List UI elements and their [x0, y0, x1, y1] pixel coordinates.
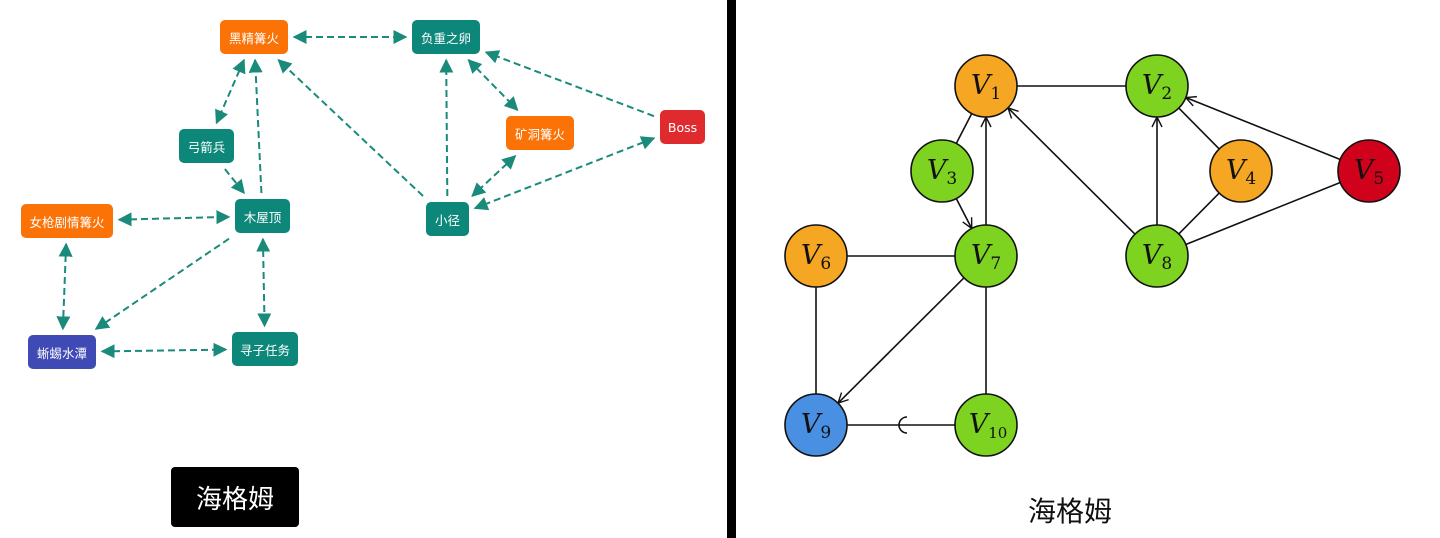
node-label: Boss [667, 119, 698, 135]
right-graph-edges [815, 85, 1341, 434]
node-kuangdong: 矿洞篝火 [506, 116, 574, 150]
vertex-circle [1209, 139, 1273, 203]
edge-V7-V9 [838, 277, 965, 403]
edge-V8-V5 [1185, 181, 1341, 246]
node-label: 小径 [434, 212, 460, 228]
node-xiyi: 蜥蜴水潭 [28, 335, 96, 369]
node-xunzi: 寻子任务 [232, 332, 298, 366]
left-graph-edges [56, 30, 656, 359]
edge-V8-V1 [1008, 108, 1136, 235]
edge-V3-V1 [955, 113, 973, 144]
edge-xiyi-xunzi [100, 342, 228, 359]
edge-boss-xiaojing [473, 136, 656, 211]
node-boss: Boss [660, 110, 705, 144]
edge-nvqiang-muwuding [117, 210, 231, 227]
vertex-circle [954, 54, 1018, 118]
node-label: 矿洞篝火 [514, 126, 565, 142]
vertex-circle [954, 393, 1018, 457]
vertex-V8: V8 [1125, 224, 1189, 288]
vertex-circle [784, 393, 848, 457]
node-nvqiang: 女枪剧情篝火 [21, 204, 113, 238]
vertex-V10: V10 [954, 393, 1018, 457]
node-label: 弓箭兵 [187, 139, 226, 155]
node-xiaojing: 小径 [426, 202, 469, 236]
vertex-V6: V6 [784, 224, 848, 288]
vertex-label: V2 [1142, 70, 1172, 104]
node-label: 蜥蜴水潭 [36, 345, 87, 361]
edge-muwuding-xiyi [94, 237, 230, 330]
edge-V5-V2 [1186, 98, 1341, 161]
node-muwuding: 木屋顶 [235, 199, 290, 233]
vertex-V9: V9 [784, 393, 848, 457]
node-label: 负重之卵 [420, 30, 471, 46]
edge-xiaojing-heijing [277, 59, 424, 197]
half-circle-marker [898, 416, 908, 434]
edge-nvqiang-xiyi [56, 242, 73, 331]
panel-divider [727, 0, 736, 538]
vertex-circle [954, 224, 1018, 288]
vertex-circle [1125, 54, 1189, 118]
vertex-circle [1337, 139, 1401, 203]
right-graph-caption: 海格姆 [1027, 495, 1112, 528]
vertex-label: V5 [1354, 155, 1384, 189]
node-label: 木屋顶 [243, 209, 282, 225]
edge-xiaojing-fuzhong [439, 58, 454, 197]
vertex-label: V4 [1226, 155, 1256, 189]
vertex-label: V3 [927, 155, 957, 189]
node-fuzhong: 负重之卵 [412, 20, 480, 54]
vertex-V5: V5 [1337, 139, 1401, 203]
vertex-label: V10 [969, 409, 1008, 442]
edge-muwuding-xunzi [256, 237, 272, 328]
vertex-circle [910, 139, 974, 203]
vertex-V7: V7 [954, 224, 1018, 288]
edge-V3-V7 [955, 198, 971, 229]
vertex-label: V8 [1142, 240, 1172, 274]
vertex-V1: V1 [954, 54, 1018, 118]
node-gongjian: 弓箭兵 [179, 129, 234, 163]
edge-heijing-gongjian [215, 58, 246, 125]
vertex-circle [784, 224, 848, 288]
edge-V8-V4 [1178, 192, 1220, 235]
node-label: 寻子任务 [239, 342, 290, 358]
edge-fuzhong-kuangdong [467, 58, 519, 112]
vertex-label: V7 [971, 240, 1001, 274]
vertex-circle [1125, 224, 1189, 288]
vertex-label: V1 [971, 70, 1001, 104]
node-label: 黑精篝火 [228, 30, 279, 46]
vertex-V2: V2 [1125, 54, 1189, 118]
edge-V4-V2 [1178, 107, 1220, 150]
vertex-label: V6 [801, 240, 831, 274]
left-graph-caption: 海格姆 [171, 467, 299, 527]
node-label: 女枪剧情篝火 [29, 214, 105, 230]
vertex-V4: V4 [1209, 139, 1273, 203]
edge-gongjian-muwuding [224, 168, 245, 195]
vertex-V3: V3 [910, 139, 974, 203]
edge-muwuding-heijing [248, 58, 263, 194]
node-heijing: 黑精篝火 [220, 20, 288, 54]
edge-boss-fuzhong [484, 50, 655, 118]
vertex-label: V9 [801, 409, 831, 443]
